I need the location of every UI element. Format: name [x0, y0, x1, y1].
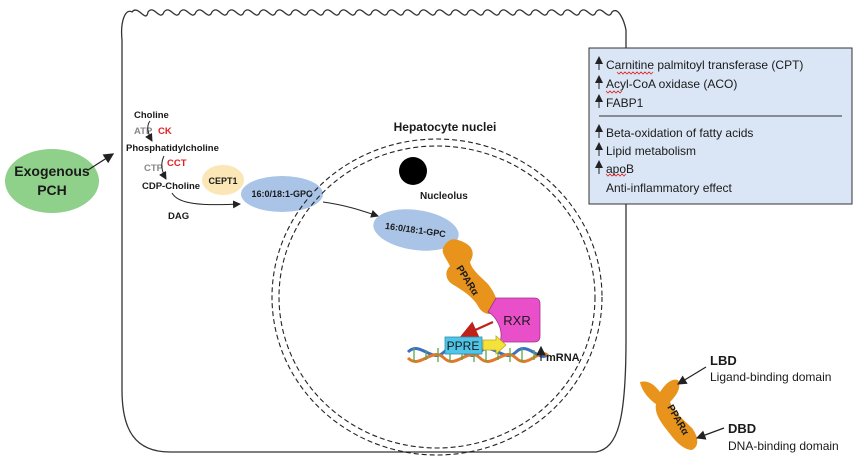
exogenous-arrow: [87, 153, 115, 171]
dag-label: DAG: [168, 211, 189, 222]
cept1-node: [202, 165, 244, 195]
legend-ppara-shape: [640, 379, 698, 450]
legend-lbd-title: LBD: [710, 353, 737, 368]
gpc-nucleus-node: [373, 209, 459, 251]
nucleolus-label: Nucleolus: [420, 191, 468, 202]
ck-enzyme-label: CK: [158, 126, 172, 137]
outcome-apob: apoB: [606, 162, 634, 176]
exogenous-pch-node: [5, 149, 99, 213]
legend-dbd-title: DBD: [728, 421, 756, 436]
gene-fabp1: FABP1: [606, 96, 644, 110]
cdp-to-gpc-arrow: [171, 192, 241, 209]
dna-strand-b: [406, 352, 550, 363]
phosphatidylcholine-label: Phosphatidylcholine: [126, 143, 219, 154]
cept1-label: CEPT1: [208, 176, 237, 186]
lbd-pointer: [676, 366, 707, 385]
pc-to-cdp-arrow: [159, 155, 167, 180]
effects-box: [588, 47, 853, 205]
cell-membrane: [120, 9, 627, 453]
outcome-anti-inflammatory: Anti-inflammatory effect: [606, 181, 732, 195]
outcome-beta-oxidation: Beta-oxidation of fatty acids: [606, 126, 753, 140]
choline-label: Choline: [134, 110, 169, 121]
gene-aco: Acyl-CoA oxidase (ACO): [606, 77, 737, 91]
nuclear-envelope-outer: [271, 138, 603, 456]
rxr-to-ppre-arrow: [459, 320, 494, 338]
exogenous-label-line2: PCH: [37, 182, 67, 198]
dbd-pointer: [695, 427, 725, 440]
gpc-cytoplasm-label: 16:0/18:1-GPC: [251, 189, 313, 199]
outcome-lipid-metabolism: Lipid metabolism: [606, 144, 696, 158]
atp-label: ATP: [134, 126, 153, 137]
legend-lbd-desc: Ligand-binding domain: [710, 370, 831, 384]
nuclear-envelope-inner: [278, 145, 596, 449]
ppre-label: PPRE: [447, 339, 480, 353]
transcription-arrow: [482, 335, 507, 355]
ppre-box: [444, 336, 483, 355]
cct-enzyme-label: CCT: [167, 158, 187, 169]
gpc-cytoplasm-node: [241, 176, 323, 212]
ctp-label: CTP: [144, 163, 164, 174]
legend-dbd-desc: DNA-binding domain: [728, 439, 839, 453]
spellcheck-underlines: [605, 71, 654, 177]
nucleus-title: Hepatocyte nuclei: [394, 120, 497, 134]
ppara-receptor-shape: [442, 239, 498, 314]
mrna-label: mRNA: [546, 352, 580, 364]
choline-to-pc-arrow: [145, 120, 153, 142]
cdp-choline-label: CDP-Choline: [142, 181, 200, 192]
rxr-label: RXR: [503, 313, 530, 328]
gpc-to-nucleus-arrow: [322, 201, 379, 218]
exogenous-label-line1: Exogenous: [14, 163, 90, 179]
gene-cpt: Carnitine palmitoyl transferase (CPT): [606, 58, 803, 72]
nucleolus-dot: [399, 157, 427, 185]
rxr-receptor-shape: [487, 297, 541, 343]
